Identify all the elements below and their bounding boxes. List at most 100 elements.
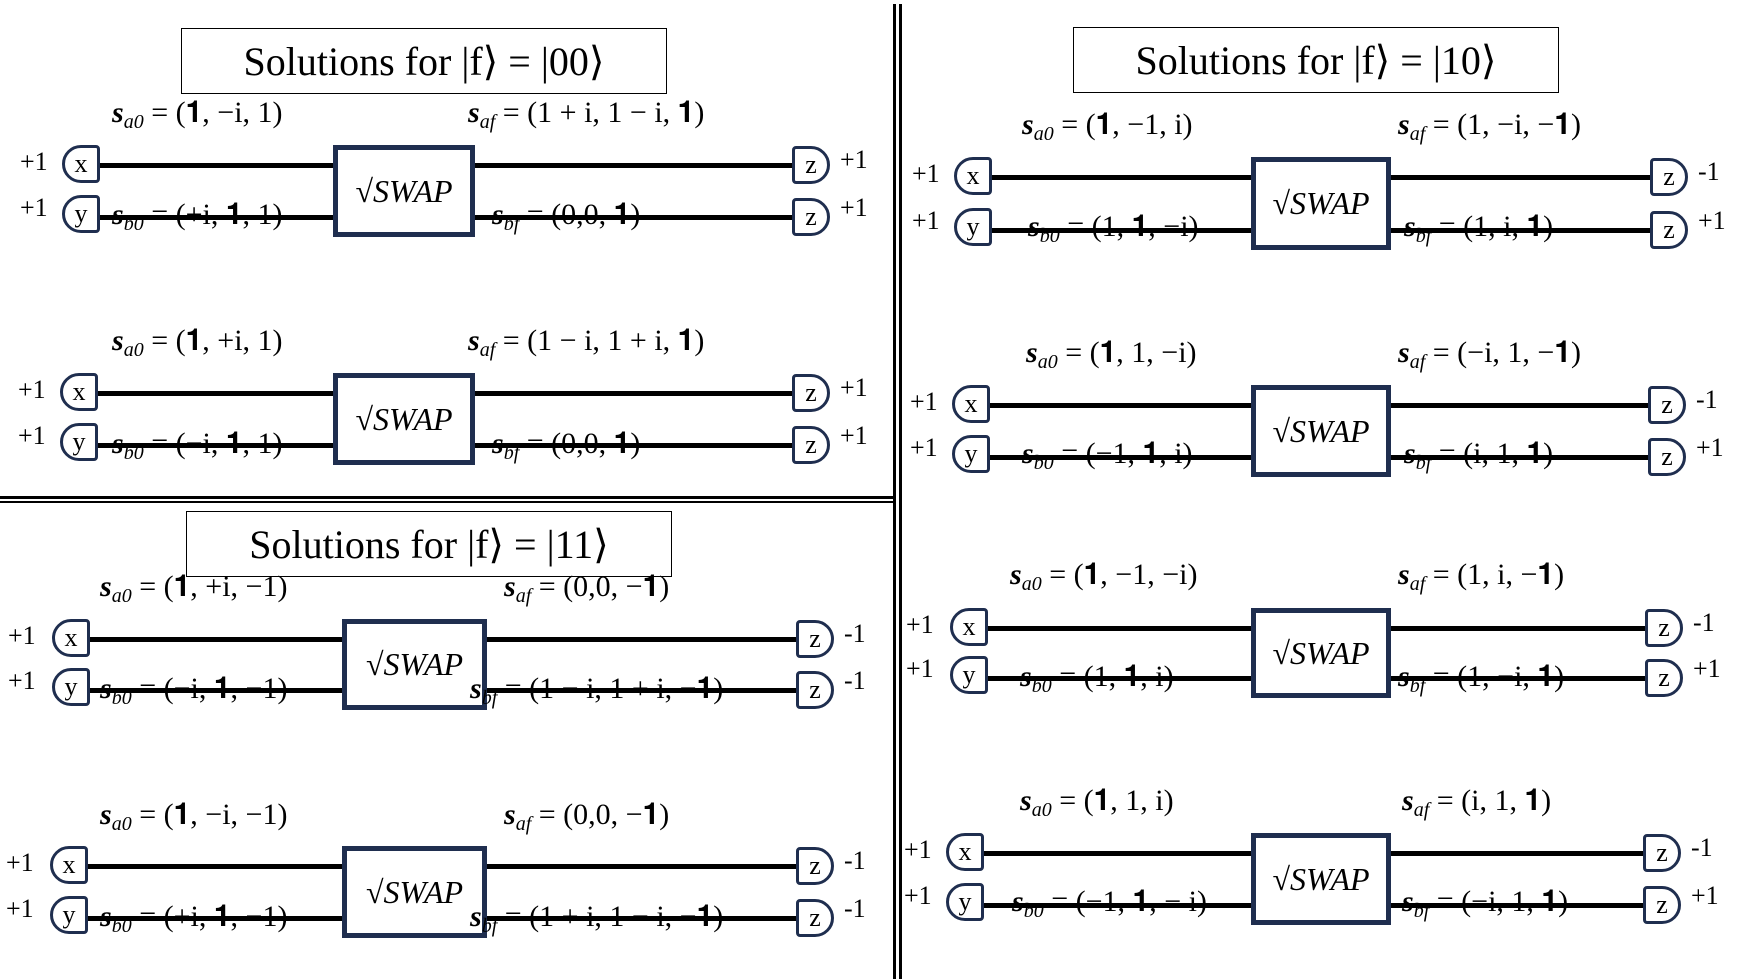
output-z-node-a[interactable]: z — [796, 620, 834, 658]
variable-symbol: s — [1402, 784, 1414, 817]
input-value-x: +1 — [910, 387, 938, 416]
variable-subscript: b0 — [1023, 900, 1044, 922]
equation-sa0: sa0 = (𝟏, −1, i) — [1022, 108, 1193, 146]
variable-symbol: s — [470, 900, 482, 933]
variable-symbol: s — [1398, 660, 1410, 693]
output-value-b: +1 — [1693, 654, 1721, 683]
wire-a-in — [90, 637, 342, 642]
input-x-node[interactable]: x — [952, 385, 990, 423]
vertical-divider-right — [899, 4, 902, 979]
output-z-node-b[interactable]: z — [1645, 659, 1683, 697]
variable-subscript: bf — [1415, 225, 1432, 247]
vector-value: = (1 + i, 1 − i, 𝟏) — [495, 96, 705, 129]
output-z-node-a[interactable]: z — [792, 374, 830, 412]
variable-symbol: s — [1404, 437, 1416, 470]
input-y-node[interactable]: y — [946, 883, 984, 921]
output-value-a: -1 — [1693, 608, 1715, 637]
output-z-node-a[interactable]: z — [1648, 386, 1686, 424]
wire-b-out — [475, 215, 792, 220]
vector-value: = (𝟏, +i, 1) — [143, 324, 283, 357]
input-value-x: +1 — [904, 835, 932, 864]
input-value-x: +1 — [6, 848, 34, 877]
variable-subscript: bf — [503, 213, 520, 235]
input-y-node[interactable]: y — [954, 208, 992, 246]
input-x-node[interactable]: x — [950, 608, 988, 646]
variable-subscript: af — [515, 585, 532, 607]
output-value-a: -1 — [1696, 385, 1718, 414]
output-z-node-a[interactable]: z — [796, 847, 834, 885]
input-value-x: +1 — [8, 621, 36, 650]
input-y-node[interactable]: y — [52, 668, 90, 706]
output-z-node-b[interactable]: z — [1648, 438, 1686, 476]
variable-symbol: s — [100, 798, 112, 831]
wire-a-in — [984, 851, 1251, 856]
variable-subscript: bf — [1413, 900, 1430, 922]
variable-symbol: s — [1020, 784, 1032, 817]
variable-subscript: b0 — [1039, 225, 1060, 247]
variable-subscript: a0 — [1021, 573, 1042, 595]
vector-value: = (+i, 𝟏, 1) — [143, 198, 283, 231]
variable-symbol: s — [1012, 885, 1024, 918]
output-z-node-b[interactable]: z — [1650, 211, 1688, 249]
wire-b-in — [984, 903, 1251, 908]
input-y-node[interactable]: y — [62, 195, 100, 233]
vector-value: = (𝟏, 1, −i) — [1057, 336, 1197, 369]
output-z-node-b[interactable]: z — [796, 899, 834, 937]
output-z-node-a[interactable]: z — [1645, 609, 1683, 647]
wire-b-in — [100, 215, 333, 220]
output-z-node-b[interactable]: z — [792, 426, 830, 464]
vector-value: = (0,0, 𝟏) — [519, 427, 641, 460]
variable-symbol: s — [112, 427, 124, 460]
equation-sa0: sa0 = (𝟏, +i, −1) — [100, 570, 287, 608]
input-y-node[interactable]: y — [50, 896, 88, 934]
gate-label: √SWAP — [365, 873, 464, 910]
input-x-node[interactable]: x — [50, 846, 88, 884]
vector-value: = (i, 1, 𝟏) — [1429, 784, 1552, 817]
variable-symbol: s — [100, 570, 112, 603]
output-z-node-a[interactable]: z — [1643, 834, 1681, 872]
input-value-x: +1 — [912, 159, 940, 188]
input-y-node[interactable]: y — [952, 435, 990, 473]
equation-sa0: sa0 = (𝟏, +i, 1) — [112, 324, 283, 362]
title-text: Solutions for |f⟩ = |10⟩ — [1135, 37, 1497, 83]
wire-a-out — [1391, 851, 1643, 856]
horizontal-divider — [0, 496, 893, 499]
equation-sa0: sa0 = (𝟏, −i, 1) — [112, 96, 283, 134]
variable-subscript: a0 — [123, 339, 144, 361]
variable-subscript: a0 — [111, 813, 132, 835]
output-value-b: +1 — [1698, 206, 1726, 235]
output-z-node-b[interactable]: z — [792, 198, 830, 236]
variable-symbol: s — [1010, 558, 1022, 591]
variable-subscript: a0 — [111, 585, 132, 607]
input-x-node[interactable]: x — [52, 619, 90, 657]
output-value-b: -1 — [844, 894, 866, 923]
input-x-node[interactable]: x — [946, 833, 984, 871]
input-x-node[interactable]: x — [60, 373, 98, 411]
wire-b-out — [487, 916, 796, 921]
wire-b-in — [990, 455, 1251, 460]
input-y-node[interactable]: y — [950, 656, 988, 694]
input-value-y: +1 — [906, 654, 934, 683]
output-z-node-b[interactable]: z — [1643, 886, 1681, 924]
input-value-y: +1 — [20, 193, 48, 222]
variable-symbol: s — [492, 427, 504, 460]
input-value-x: +1 — [906, 610, 934, 639]
output-z-node-a[interactable]: z — [792, 146, 830, 184]
gate-label: √SWAP — [1272, 634, 1370, 671]
sqrt-swap-gate: √SWAP — [342, 846, 487, 938]
sqrt-swap-gate: √SWAP — [1251, 157, 1391, 250]
title-text: Solutions for |f⟩ = |00⟩ — [243, 38, 605, 84]
input-x-node[interactable]: x — [954, 157, 992, 195]
variable-subscript: b0 — [1031, 675, 1052, 697]
variable-subscript: af — [1409, 573, 1426, 595]
wire-a-in — [88, 864, 342, 869]
variable-symbol: s — [504, 570, 516, 603]
input-x-node[interactable]: x — [62, 145, 100, 183]
output-z-node-a[interactable]: z — [1650, 158, 1688, 196]
equation-sa0: sa0 = (𝟏, 1, i) — [1020, 784, 1174, 822]
variable-subscript: b0 — [1033, 452, 1054, 474]
input-y-node[interactable]: y — [60, 423, 98, 461]
wire-a-out — [487, 864, 796, 869]
equation-sbf: sbf = (i, 1, 𝟏) — [1404, 437, 1553, 475]
output-z-node-b[interactable]: z — [796, 671, 834, 709]
